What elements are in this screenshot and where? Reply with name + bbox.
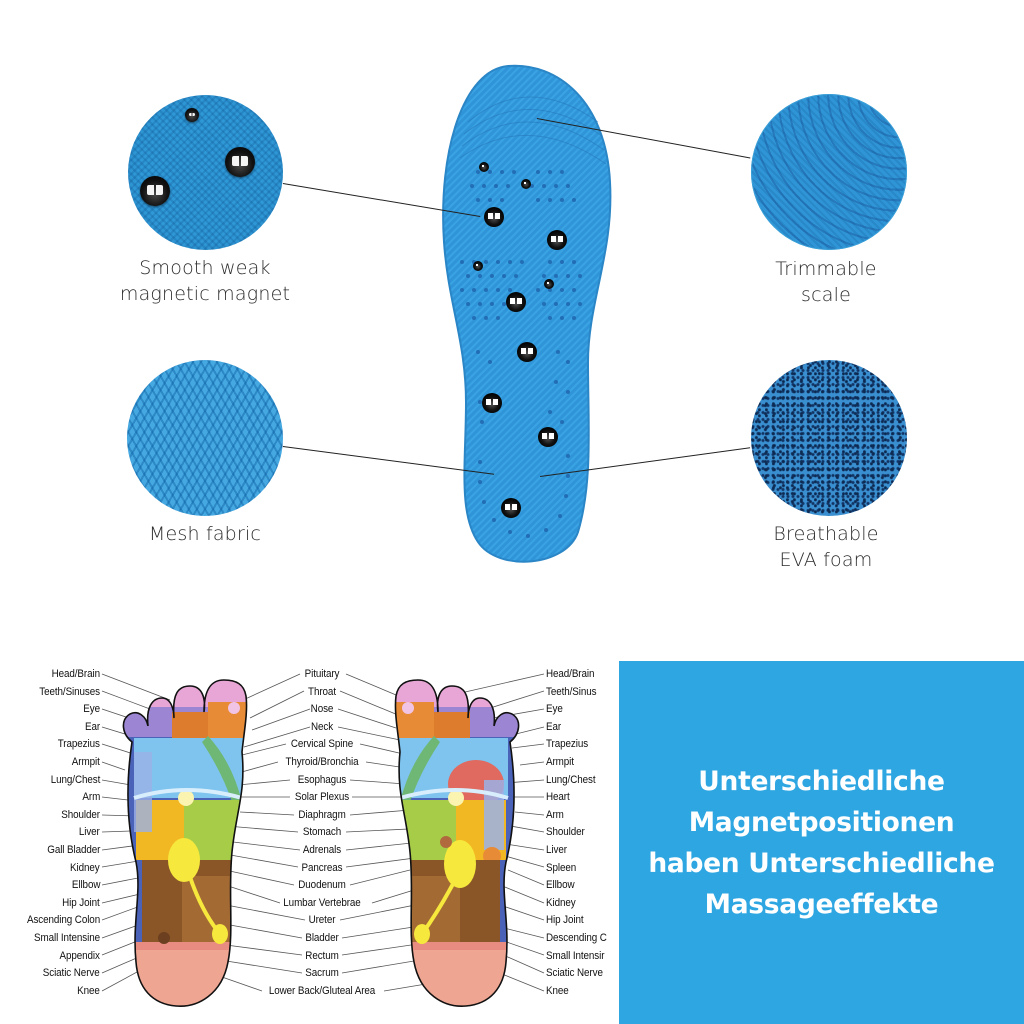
reflex-label: Hip Joint [546, 914, 584, 927]
reflex-label: Eye [83, 703, 100, 716]
magnet-icon [140, 176, 170, 206]
reflex-label: Knee [77, 984, 100, 997]
center-labels: Pituitary Throat Nose Neck Cervical Spin… [222, 668, 422, 1008]
info-box-heading: Unterschiedliche Magnetpositionen haben … [648, 765, 995, 920]
reflex-label: Appendix [59, 949, 100, 962]
reflex-label: Spleen [546, 861, 577, 874]
magnet-icon [185, 108, 199, 122]
reflex-label: Sciatic Nerve [43, 967, 100, 980]
magnetic-insole-image [442, 64, 612, 563]
reflex-label: Bladder [305, 932, 339, 944]
reflex-label: Rectum [305, 949, 339, 962]
reflex-label: Esophagus [297, 773, 347, 786]
reflex-label: Pituitary [304, 668, 340, 680]
left-foot-labels: Head/Brain Teeth/Sinuses Eye Ear Trapezi… [0, 668, 100, 1008]
reflex-label: Ascending Colon [26, 914, 100, 927]
reflex-label: Lumbar Vertebrae [283, 896, 361, 909]
reflex-label: Solar Plexus [294, 791, 350, 804]
reflex-label: Arm [546, 808, 564, 821]
reflex-label: Teeth/Sinuses [39, 685, 100, 698]
reflex-label: Sacrum [305, 967, 339, 980]
reflex-label: Heart [546, 791, 570, 804]
reflex-label: Small Intensine [34, 932, 100, 944]
reflex-label: Nose [310, 703, 334, 716]
left-foot-reflexology-map [122, 679, 248, 1007]
mesh-fabric-detail-circle [127, 360, 283, 516]
reflex-label: Armpit [546, 756, 574, 768]
magnet-detail-circle [128, 95, 283, 250]
reflex-label: Teeth/Sinus [546, 685, 597, 698]
reflex-label: Shoulder [61, 808, 100, 821]
reflex-label: Shoulder [546, 826, 585, 839]
reflex-label: Descending C [546, 932, 607, 944]
reflex-label: Gall Bladder [46, 844, 100, 856]
magnet-icon [225, 147, 255, 177]
reflex-label: Diaphragm [298, 808, 346, 821]
reflex-label: Ear [546, 720, 562, 733]
feature-label-mesh: Mesh fabric [148, 523, 262, 545]
massage-effects-info-box: Unterschiedliche Magnetpositionen haben … [619, 661, 1024, 1024]
reflex-label: Trapezius [546, 738, 589, 751]
reflex-label: Trapezius [57, 738, 100, 751]
reflex-label: Cervical Spine [290, 738, 354, 751]
reflex-label: Eye [546, 703, 563, 716]
reflex-label: Arm [82, 791, 100, 804]
reflex-label: Armpit [72, 756, 100, 768]
reflex-label: Hip Joint [62, 896, 100, 909]
feature-label-trimmable: Trimmable scale [775, 258, 877, 306]
reflex-label: Ellbow [546, 879, 575, 892]
trimmable-scale-detail-circle [751, 94, 907, 250]
reflex-label: Adrenals [302, 844, 342, 856]
reflex-label: Sciatic Nerve [546, 967, 603, 980]
reflex-label: Knee [546, 984, 569, 997]
reflex-label: Kidney [546, 896, 576, 909]
reflex-label: Ellbow [71, 879, 101, 892]
reflex-label: Lower Back/Gluteal Area [268, 984, 376, 997]
reflex-label: Throat [308, 685, 336, 698]
reflex-label: Kidney [70, 861, 100, 874]
reflex-label: Head/Brain [546, 668, 595, 680]
feature-label-magnet: Smooth weak magnetic magnet [119, 257, 291, 305]
right-foot-labels: Head/Brain Teeth/Sinus Eye Ear Trapezius… [546, 668, 618, 1008]
reflex-label: Ear [84, 720, 100, 733]
reflex-label: Head/Brain [51, 668, 100, 680]
reflex-label: Ureter [308, 914, 336, 927]
reflex-label: Liver [546, 844, 567, 856]
reflex-label: Thyroid/Bronchia [285, 756, 359, 768]
feature-label-eva: Breathable EVA foam [773, 523, 879, 571]
reflex-label: Lung/Chest [546, 773, 596, 786]
reflex-label: Pancreas [301, 861, 343, 874]
reflex-label: Neck [310, 720, 334, 733]
reflex-label: Stomach [302, 826, 342, 839]
reflex-label: Liver [79, 826, 100, 839]
reflex-label: Duodenum [298, 879, 346, 892]
reflex-label: Lung/Chest [50, 773, 101, 786]
reflex-label: Small Intensir [546, 949, 605, 962]
eva-foam-detail-circle [751, 360, 907, 516]
right-foot-reflexology-map [394, 679, 520, 1007]
